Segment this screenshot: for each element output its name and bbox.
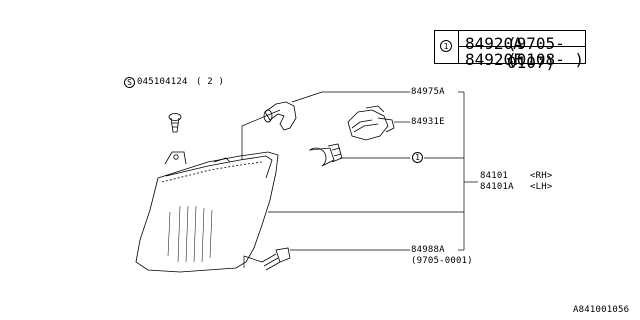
- socket-drawing: [263, 101, 297, 131]
- leader-lines: [241, 91, 478, 268]
- screw-part-number: 045104124: [137, 77, 188, 87]
- catalog-code: A841001056: [573, 305, 630, 315]
- lamp-lh-part-label: 84101A: [480, 182, 514, 192]
- socket-part-label: 84975A: [411, 87, 445, 97]
- legend-part-number: 84920A: [465, 34, 523, 53]
- bulb-holder-part-label: 84931E: [411, 117, 445, 127]
- bulb-ref-mark: 1: [412, 152, 423, 163]
- legend-row: 84920A (9705-0107): [459, 31, 585, 72]
- turn-signal-lamp-drawing: [135, 151, 279, 273]
- bolt-part-label: 84988A: [411, 245, 445, 255]
- bolt-date-range: (9705-0001): [411, 256, 473, 266]
- legend-row: 84920F (0108- ): [459, 47, 585, 69]
- bolt-drawing: [261, 247, 291, 271]
- lamp-lh-side-label: <LH>: [530, 182, 553, 192]
- bulb-drawing: [308, 143, 343, 167]
- legend-part-number: 84920F: [465, 50, 523, 69]
- lamp-rh-side-label: <RH>: [530, 171, 553, 181]
- legend-table: 1 84920A (9705-0107) 84920F (0108- ): [434, 30, 586, 72]
- bulb-holder-drawing: [347, 105, 395, 141]
- lamp-rh-part-label: 84101: [480, 171, 509, 181]
- legend-ref-cell: 1: [435, 31, 459, 63]
- legend-date-range: (9705-0107): [507, 34, 565, 72]
- screw-mark-icon: S: [124, 77, 135, 88]
- screw-quantity: ( 2 ): [196, 77, 225, 87]
- legend-ref-mark: 1: [440, 40, 452, 52]
- legend-date-range: (0108- ): [507, 50, 585, 69]
- screw-drawing: [168, 113, 182, 133]
